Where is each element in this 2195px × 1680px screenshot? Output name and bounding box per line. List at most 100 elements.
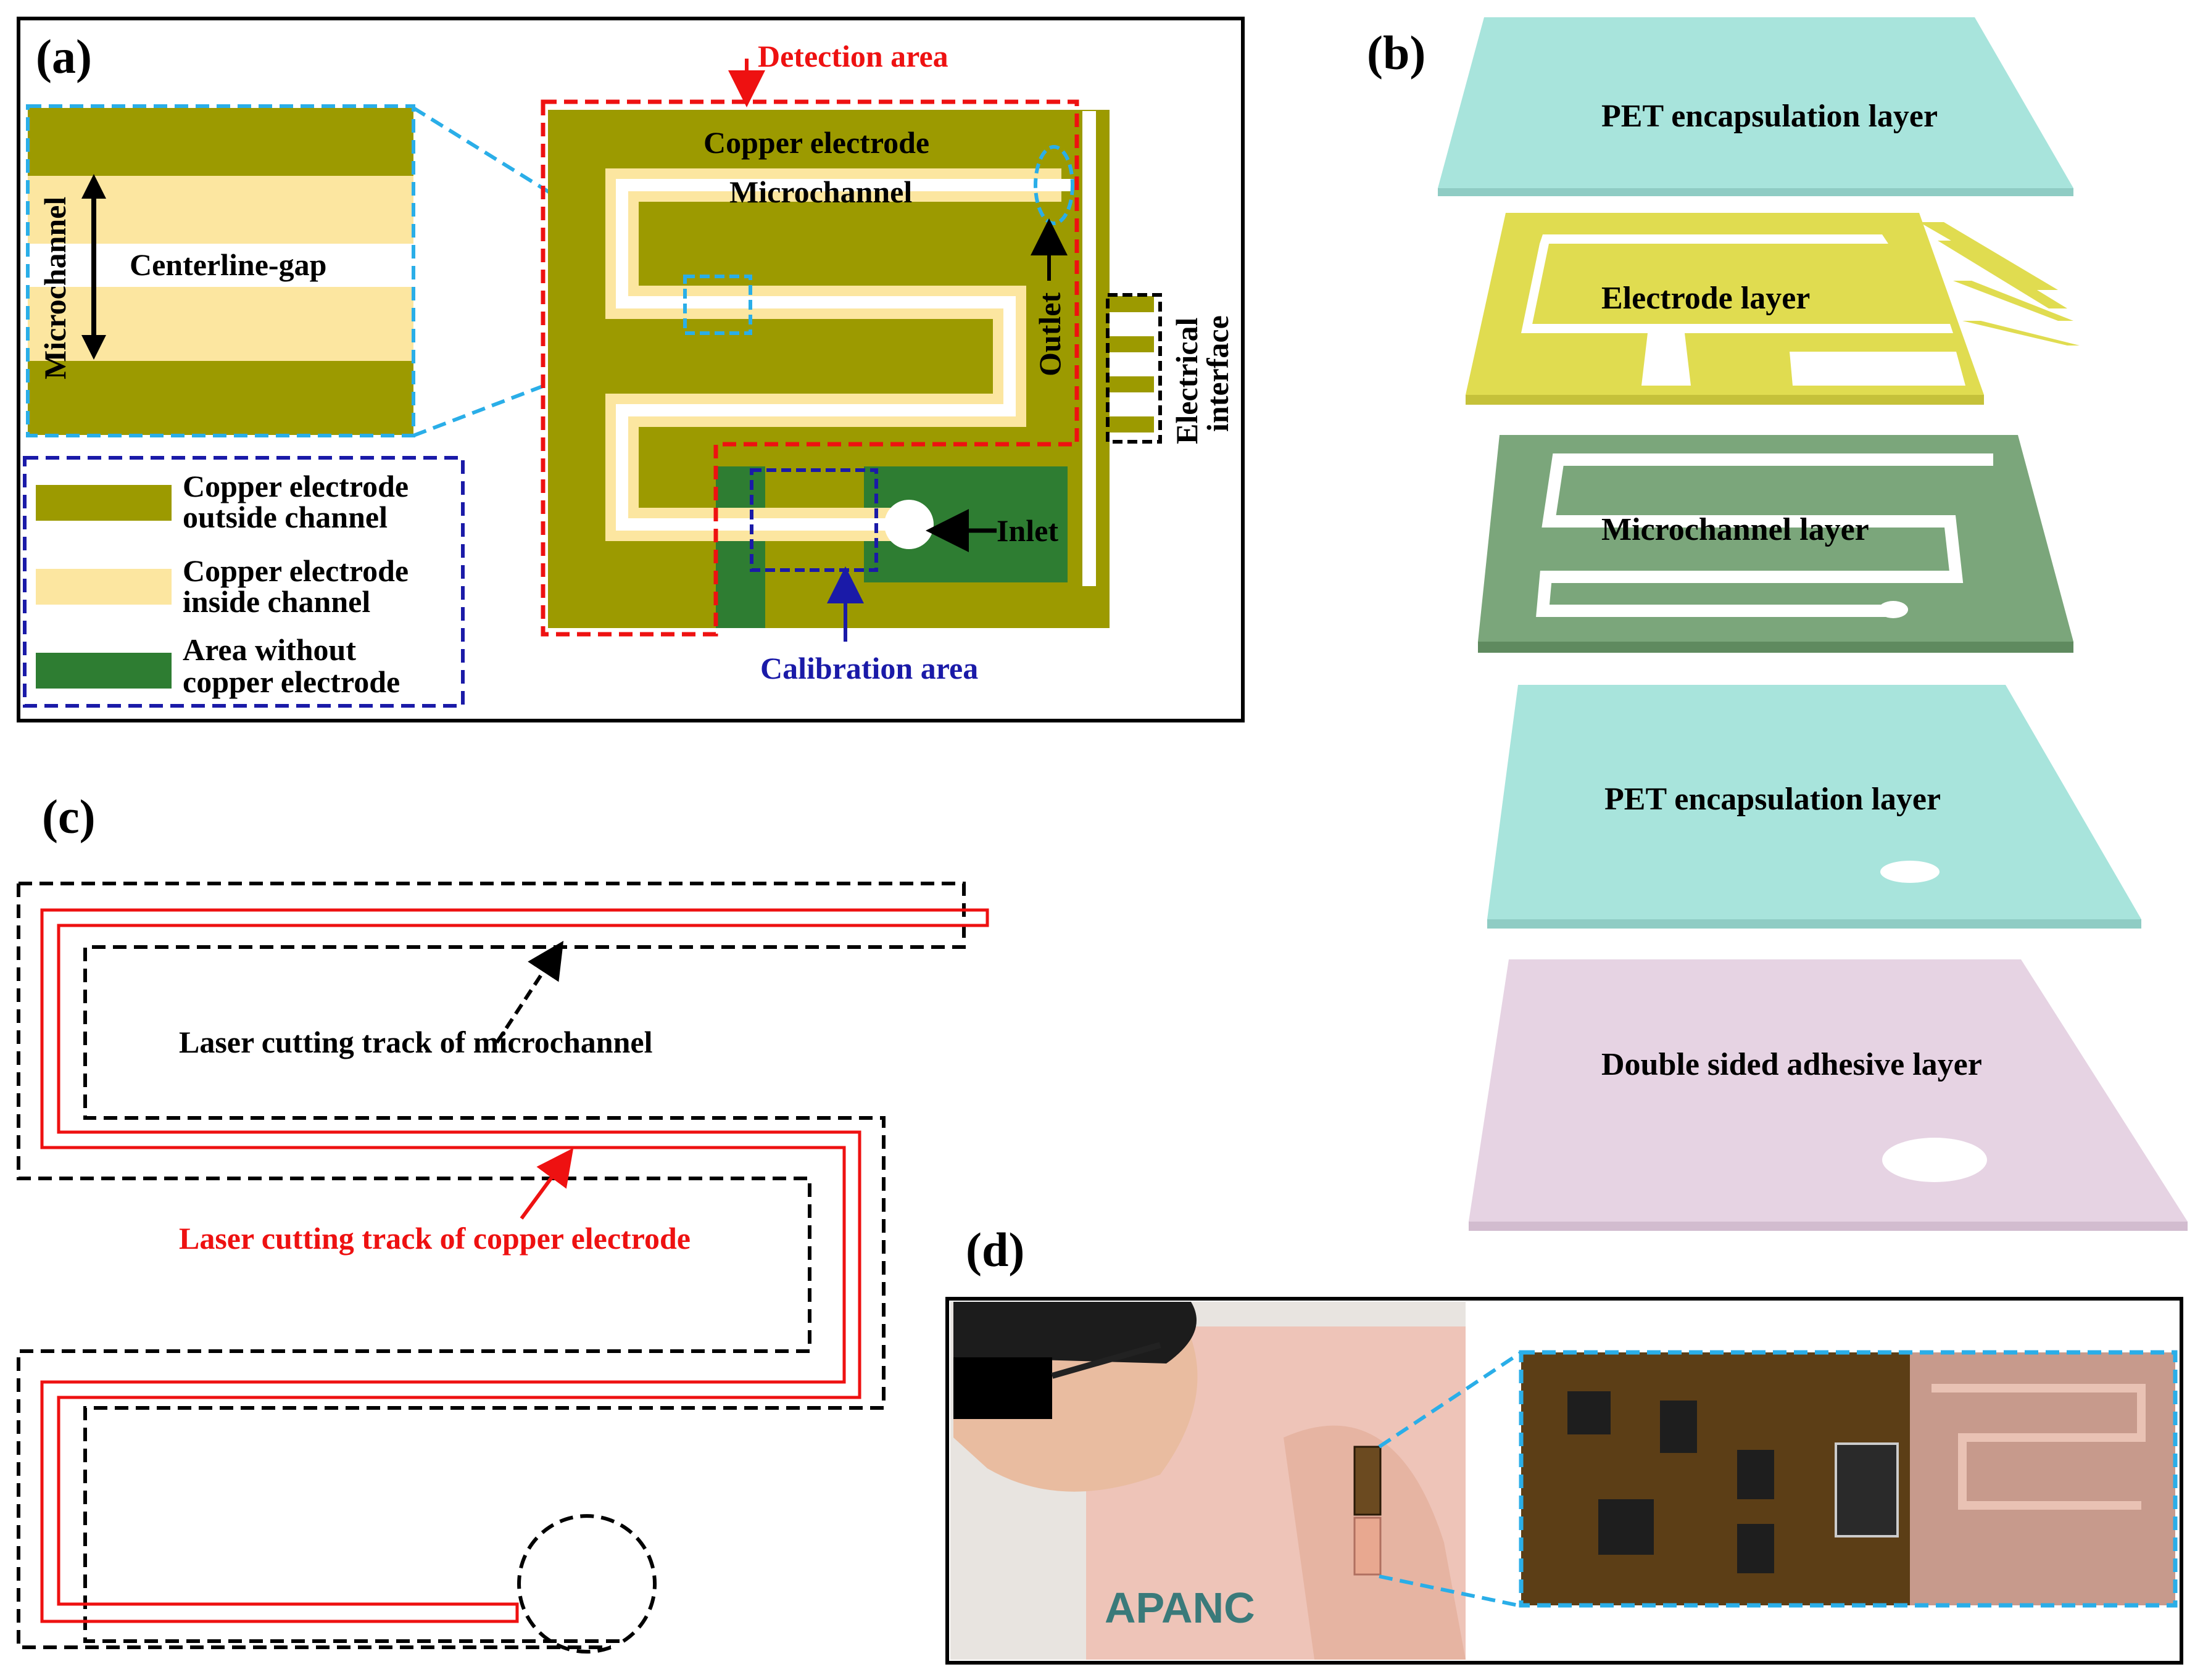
electrical-interface-label-2: interface xyxy=(1200,315,1235,432)
legend: Copper electrode outside channel Copper … xyxy=(23,456,465,708)
layer-5-label: Double sided adhesive layer xyxy=(1601,1047,1982,1082)
legend-swatch-copper-inside xyxy=(36,569,172,605)
layer-1-label: PET encapsulation layer xyxy=(1601,99,1938,134)
microchannel-layer-inlet xyxy=(1878,601,1908,618)
zoomed-device-sensor xyxy=(1910,1352,2175,1605)
microchannel-cut-track-outer xyxy=(19,882,966,1643)
inset-copper-bottom xyxy=(28,361,413,435)
inset-microchannel-label: Microchannel xyxy=(38,197,72,379)
photo-hair xyxy=(953,1302,1197,1363)
panel-d: (d) APANC xyxy=(945,1223,2183,1665)
layer-adhesive-edge xyxy=(1469,1222,2188,1231)
detection-area-label: Detection area xyxy=(758,39,948,73)
panel-d-label: (d) xyxy=(966,1223,1024,1277)
inset-channel-top xyxy=(28,176,413,244)
electrode-tab-3 xyxy=(1953,281,2073,321)
legend-frame xyxy=(23,456,465,708)
microchannel-label: Microchannel xyxy=(729,175,912,209)
centerline-gap-label: Centerline-gap xyxy=(130,247,326,282)
chip-5 xyxy=(1737,1524,1774,1573)
zoomed-sensor-channel xyxy=(1932,1384,2146,1510)
electrode-tab-1 xyxy=(1919,222,2058,290)
panel-b-label: (b) xyxy=(1367,26,1425,80)
panel-c: (c) Laser cutting track of microchannel … xyxy=(17,790,989,1654)
microchannel-cut-inlet-circle xyxy=(517,1514,657,1654)
layer-microchannel xyxy=(1478,435,2073,653)
electrode-board xyxy=(548,110,1154,628)
legend-label-1a: Copper electrode xyxy=(183,469,409,503)
electrode-gap-bottom xyxy=(1529,324,1953,333)
electrode-gap-mid xyxy=(1521,244,1549,333)
legend-label-3a: Area without xyxy=(183,632,356,667)
microchannel-track-label: Laser cutting track of microchannel xyxy=(179,1025,653,1059)
legend-label-2a: Copper electrode xyxy=(183,553,409,588)
microchannel-track-arrow xyxy=(495,940,564,1044)
inset-zoom: Microchannel Centerline-gap xyxy=(26,104,415,437)
electrode-gap-notch xyxy=(1641,333,1691,386)
no-copper-area-left xyxy=(716,466,765,628)
outlet-label: Outlet xyxy=(1032,292,1067,376)
device-pcb-on-arm xyxy=(1353,1446,1382,1516)
inset-arrow-down xyxy=(81,335,106,360)
microchannel-layer-shape xyxy=(1478,435,2073,642)
pet-hole xyxy=(1880,861,1940,883)
calibration-area-label: Calibration area xyxy=(760,651,978,685)
electrode-layer-shape xyxy=(1466,213,1984,395)
adhesive-hole xyxy=(1882,1138,1987,1182)
electrode-track-label: Laser cutting track of copper electrode xyxy=(179,1221,691,1256)
electrical-interface-box xyxy=(1106,293,1162,444)
layer-pet-top-edge xyxy=(1438,188,2073,196)
connector xyxy=(1835,1442,1899,1537)
microchannel-centerline xyxy=(616,179,1074,531)
layer-4-label: PET encapsulation layer xyxy=(1604,782,1941,817)
inset-arrow-up xyxy=(81,174,106,199)
shirt-text: APANC xyxy=(1105,1584,1255,1632)
layer-pet-top xyxy=(1438,17,2073,188)
chip-1 xyxy=(1567,1391,1611,1434)
copper-electrode-label: Copper electrode xyxy=(703,125,929,160)
layer-3-label: Microchannel layer xyxy=(1601,512,1869,547)
calibration-area-box xyxy=(750,468,878,572)
zoomed-device-frame xyxy=(1519,1350,2178,1608)
inset-frame xyxy=(26,104,415,437)
panel-c-label: (c) xyxy=(42,790,96,843)
detection-area-outline xyxy=(541,99,1079,637)
photo-zoom-line-bottom xyxy=(1379,1574,1522,1608)
inset-copper-top xyxy=(28,108,413,176)
legend-swatch-copper-outside xyxy=(36,485,172,521)
layer-adhesive xyxy=(1469,959,2188,1222)
electrode-layer-edge xyxy=(1466,395,1984,405)
chip-2 xyxy=(1660,1401,1697,1453)
legend-label-3b: copper electrode xyxy=(183,664,400,699)
chip-3 xyxy=(1598,1499,1654,1555)
inlet-hole xyxy=(884,500,934,549)
electrode-cut-track xyxy=(40,908,989,1623)
panel-a-label: (a) xyxy=(36,30,92,83)
inlet-label: Inlet xyxy=(997,513,1058,548)
photo-eye-censor-bar xyxy=(953,1357,1052,1419)
microchannel-cut-track-inner xyxy=(17,883,811,1649)
panel-a: (a) Microchannel Centerline-gap Copper e… xyxy=(17,17,1245,722)
microchannel-layer-channel xyxy=(1536,453,1993,617)
microchannel-layer-edge xyxy=(1478,642,2073,653)
zoom-source-box xyxy=(683,275,752,335)
device-sensor-on-arm xyxy=(1353,1517,1382,1576)
electrode-gap-right xyxy=(1790,352,1965,386)
electrode-gap-top xyxy=(1540,234,1888,244)
chip-4 xyxy=(1737,1450,1774,1499)
photo-zoom-line-top xyxy=(1378,1351,1522,1449)
legend-swatch-no-copper xyxy=(36,653,172,689)
electrode-track-arrow xyxy=(520,1148,574,1220)
electrode-tab-4 xyxy=(1962,321,2080,346)
photo-glasses xyxy=(1051,1342,1161,1379)
panel-b: (b) PET encapsulation layer Electrode la… xyxy=(1367,17,2188,1231)
electrical-interface-label-1: Electrical xyxy=(1169,317,1204,444)
layer-pet-bottom xyxy=(1487,685,2141,919)
legend-label-1b: outside channel xyxy=(183,500,388,534)
zoomed-device-chips xyxy=(1567,1391,1899,1573)
layer-2-label: Electrode layer xyxy=(1601,281,1810,316)
microchannel-cut-track xyxy=(19,883,964,1408)
legend-label-2b: inside channel xyxy=(183,584,370,619)
layer-electrode xyxy=(1466,213,2080,405)
